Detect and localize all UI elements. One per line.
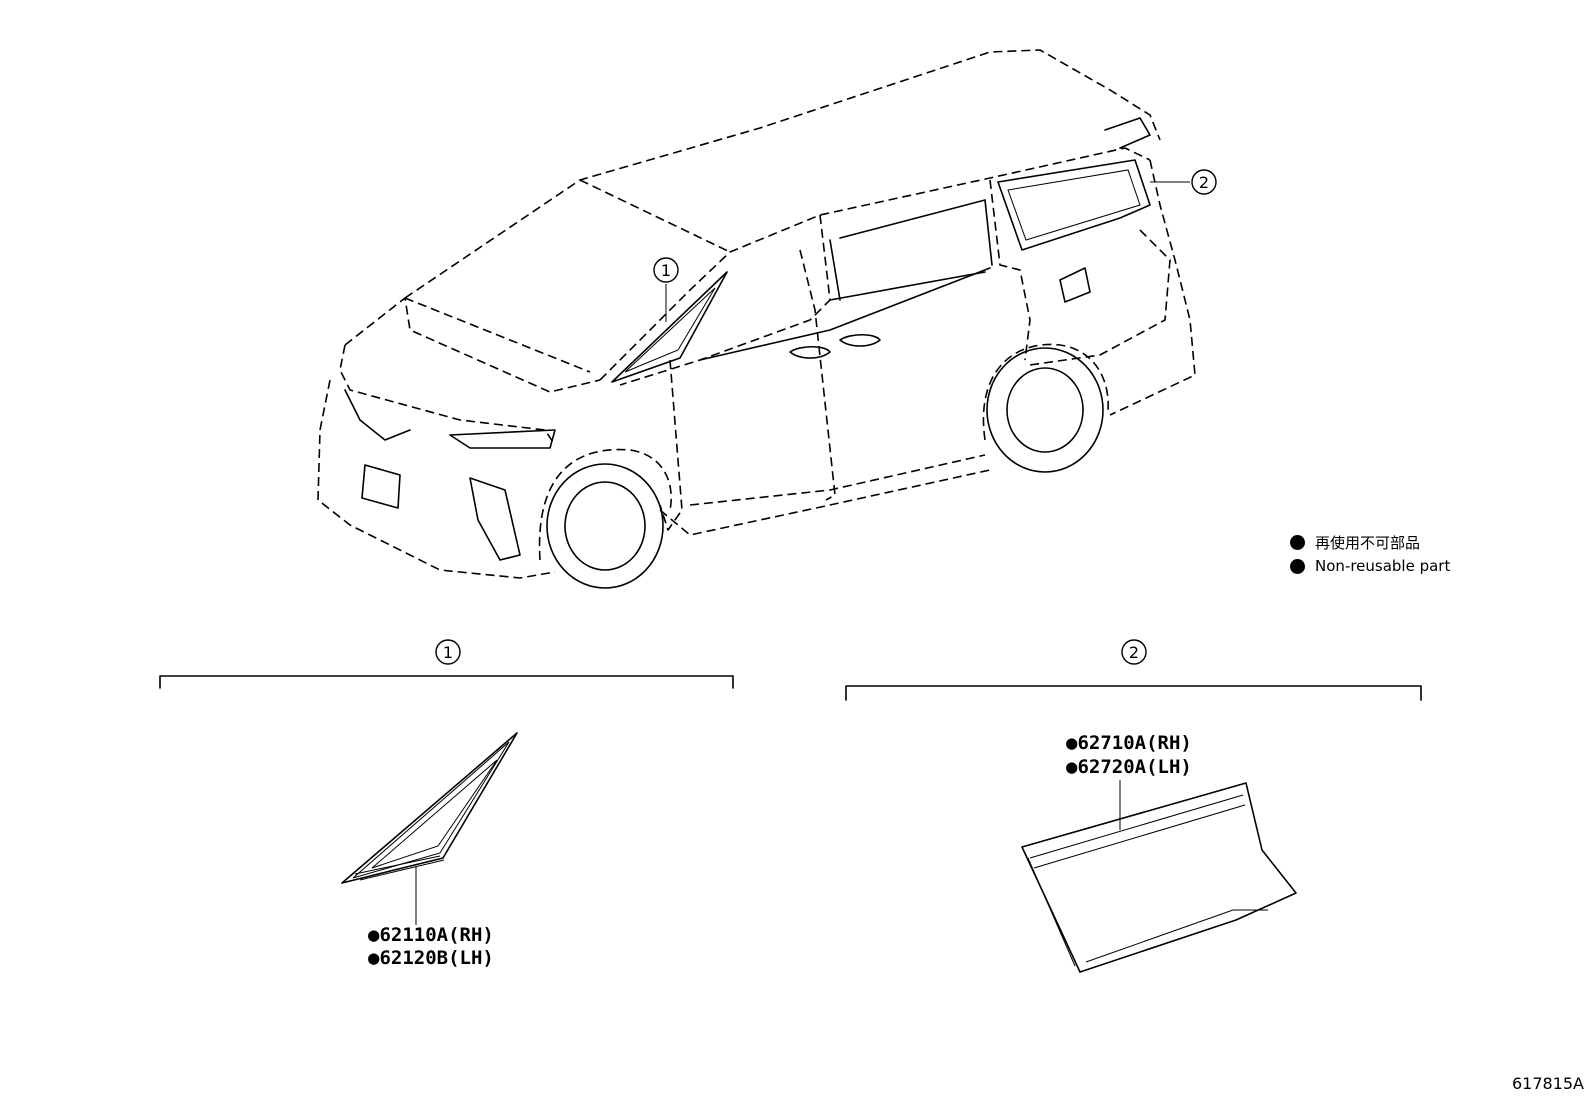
group-one-bracket (159, 675, 734, 689)
callout-one: 1 (653, 257, 679, 322)
filled-circle-icon (1290, 534, 1305, 550)
group-two-bracket (845, 685, 1422, 701)
filled-circle-icon (1290, 558, 1305, 574)
group-one: 1 ●62110A(RH) ●62120B(LH) (159, 639, 734, 969)
legend: 再使用不可部品 Non-reusable part (1290, 530, 1450, 578)
legend-text-en: Non-reusable part (1315, 557, 1451, 575)
part-number-62710A: ●62710A(RH) (1066, 732, 1192, 754)
callout-two: 2 (1150, 169, 1217, 195)
callout-two-label: 2 (1199, 173, 1209, 192)
rear-quarter-window-on-vehicle (997, 159, 1151, 251)
vehicle-outline (317, 49, 1196, 589)
front-quarter-window-on-vehicle (611, 271, 728, 383)
group-two: 2 ●62710A(RH) ●62720A(LH) (845, 639, 1422, 973)
callout-one-label: 1 (661, 261, 671, 280)
legend-item-en: Non-reusable part (1290, 554, 1450, 578)
legend-item-jp: 再使用不可部品 (1290, 530, 1450, 554)
front-quarter-glass-part (341, 732, 518, 884)
part-number-62110A: ●62110A(RH) (368, 924, 494, 946)
rear-quarter-glass-part (1021, 782, 1297, 973)
part-number-62720A: ●62720A(LH) (1066, 756, 1192, 778)
legend-text-jp: 再使用不可部品 (1315, 533, 1421, 552)
group-two-label: 2 (1129, 643, 1139, 662)
part-number-62120B: ●62120B(LH) (368, 947, 494, 969)
document-number: 617815A (1511, 1074, 1584, 1093)
group-one-label: 1 (443, 643, 453, 662)
